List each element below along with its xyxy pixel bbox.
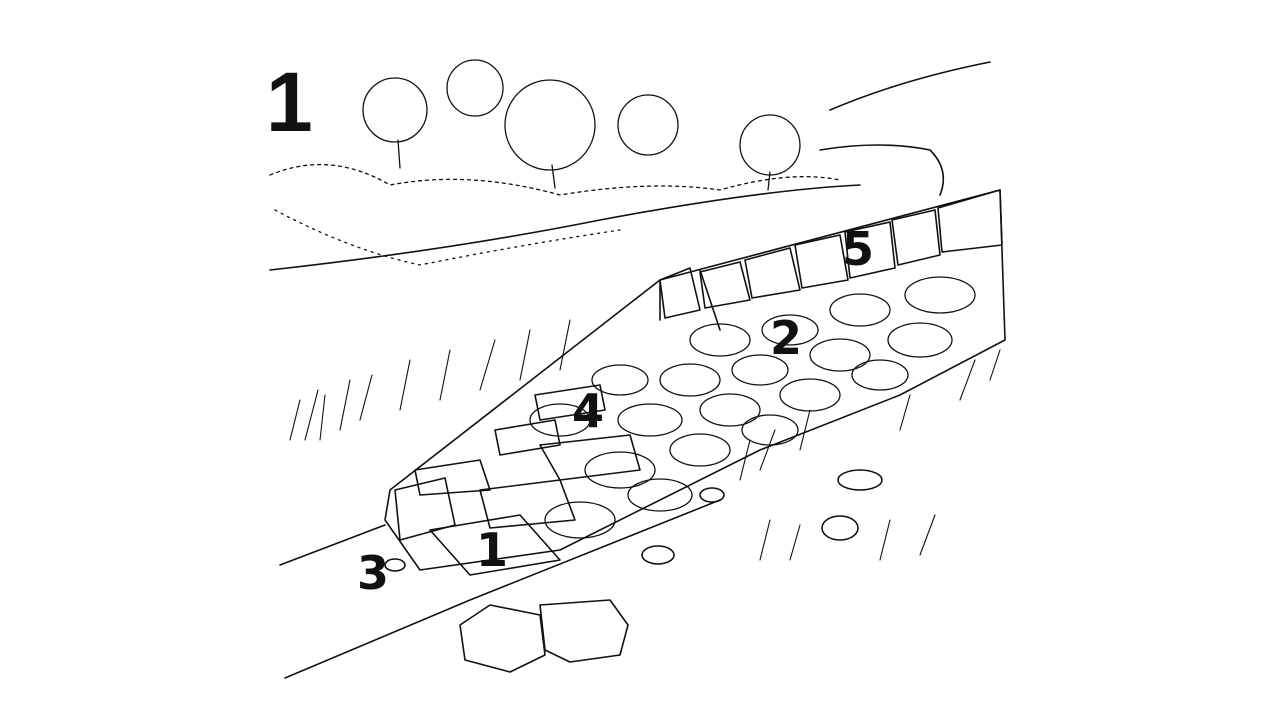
- footpath: [279, 499, 721, 679]
- coping-stones: [659, 189, 1003, 319]
- label-trench: 3: [357, 546, 390, 600]
- foundation-stones: [394, 384, 641, 576]
- background-landscape: [269, 61, 991, 271]
- trees: [269, 59, 841, 266]
- label-through-stone: 4: [572, 384, 605, 438]
- loose-stones: [384, 469, 883, 673]
- figure-number: 1: [266, 55, 313, 149]
- label-top-stones: 5: [842, 222, 875, 276]
- stone-wall: [384, 189, 1006, 576]
- label-wall-body: 2: [770, 311, 803, 365]
- body-stones: [529, 276, 976, 539]
- label-foundation: 1: [476, 523, 509, 577]
- grass: [289, 319, 1001, 561]
